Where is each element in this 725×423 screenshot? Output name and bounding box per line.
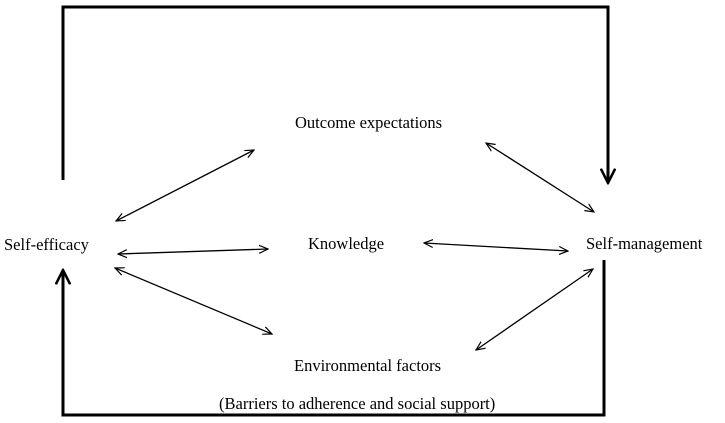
node-outcome-expectations: Outcome expectations [295, 113, 442, 132]
feedback-path-bottom [63, 260, 606, 417]
arrow-outcome-self-management [486, 143, 594, 212]
arrow-self-efficacy-knowledge [118, 249, 268, 254]
arrow-self-efficacy-environment [115, 268, 272, 334]
node-self-efficacy: Self-efficacy [4, 235, 90, 254]
node-environmental-factors: Environmental factors [294, 356, 441, 375]
node-knowledge: Knowledge [308, 234, 384, 253]
node-self-management: Self-management [586, 234, 703, 253]
arrow-environment-self-management [476, 269, 593, 350]
feedback-path-top [61, 5, 608, 183]
arrow-self-efficacy-outcome [116, 150, 254, 221]
arrow-knowledge-self-management [424, 243, 568, 251]
node-environmental-note: (Barriers to adherence and social suppor… [219, 394, 495, 413]
